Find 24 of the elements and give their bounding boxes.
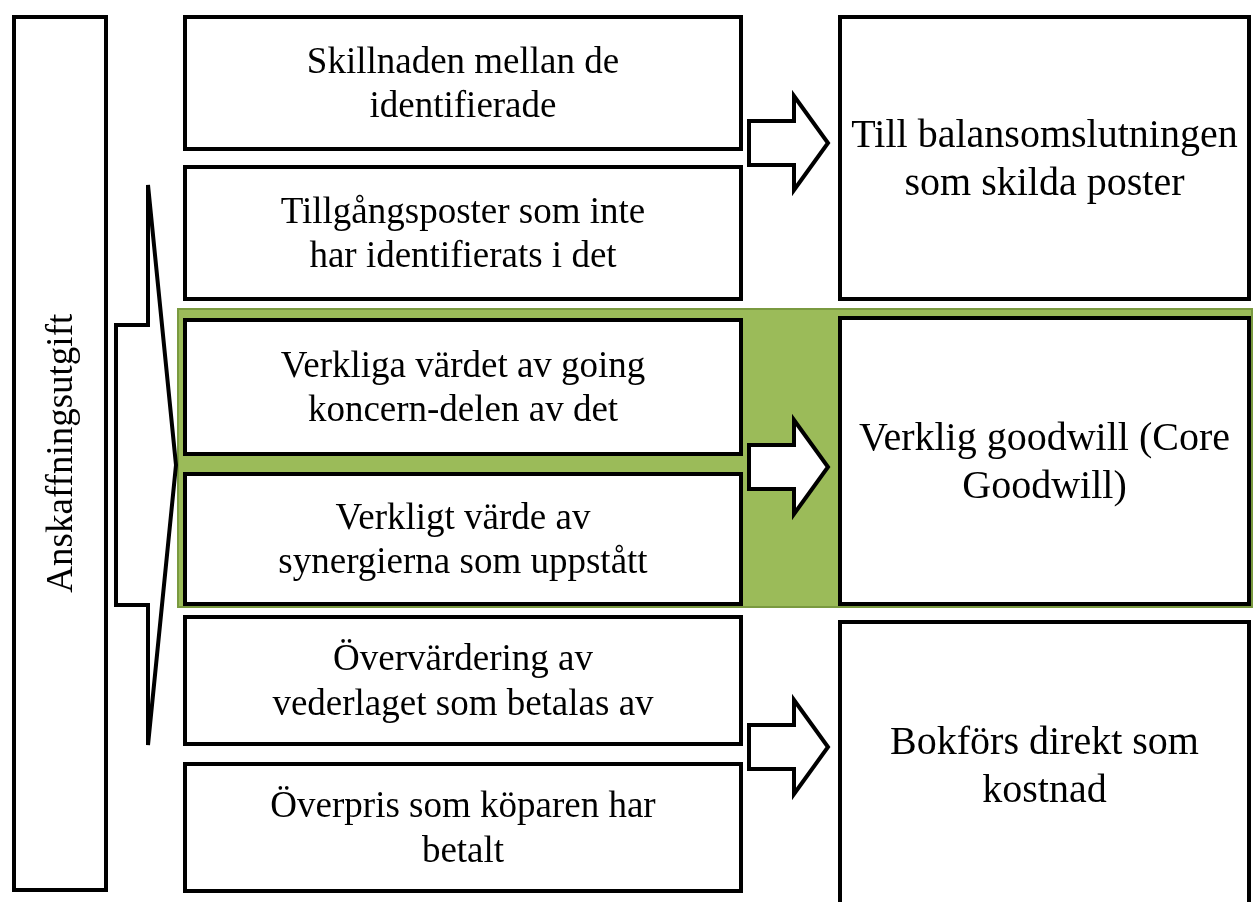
box-text: Verklig goodwill (Core Goodwill) xyxy=(857,413,1232,509)
box-text: Bokförs direkt som kostnad xyxy=(889,717,1200,813)
text-box xyxy=(838,620,1251,902)
box-text: Överpris som köparen har betalt xyxy=(269,783,657,872)
text-box xyxy=(183,318,743,456)
block-arrow xyxy=(747,89,831,197)
box-text: Skillnaden mellan de identifierade xyxy=(305,38,621,127)
text-box xyxy=(183,165,743,301)
text-box xyxy=(12,15,108,892)
text-box xyxy=(183,472,743,606)
text-box xyxy=(838,15,1251,301)
block-arrow xyxy=(747,693,831,801)
text-box xyxy=(838,316,1251,606)
box-text: Verkliga värdet av going koncern-delen av det xyxy=(279,342,647,431)
block-arrow xyxy=(114,183,178,747)
text-box xyxy=(183,762,743,893)
block-arrow xyxy=(747,413,831,521)
box-text: Verkligt värde av synergierna som uppstått xyxy=(277,494,649,583)
box-text: Tillgångsposter som inte har identifierats i det xyxy=(279,188,647,277)
vertical-label: Anskaffningsutgift xyxy=(37,314,81,593)
text-box xyxy=(183,615,743,746)
box-text: Till balansomslutningen som skilda poster xyxy=(850,110,1239,206)
box-text: Övervärdering av vederlaget som betalas av xyxy=(271,636,655,725)
text-box xyxy=(183,15,743,151)
